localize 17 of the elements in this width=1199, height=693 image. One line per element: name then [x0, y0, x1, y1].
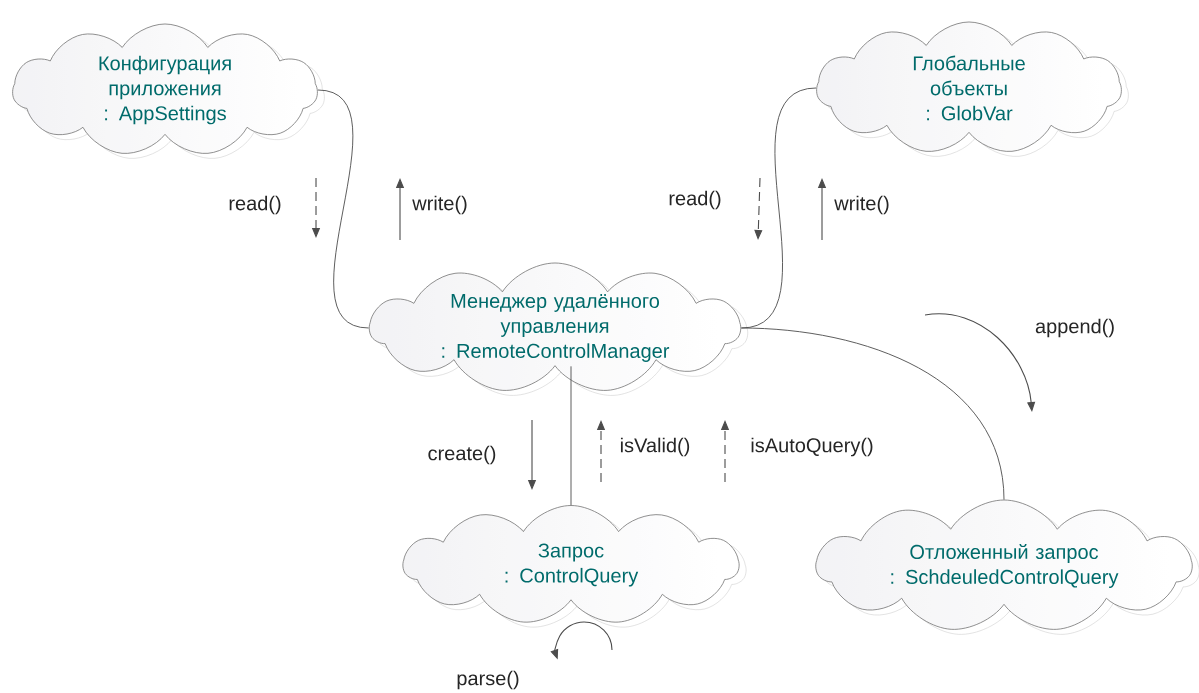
cloud: Отложенный запрос : SchdeuledControlQuery — [815, 499, 1199, 635]
cloud: Конфигурация приложения : AppSettings — [12, 23, 325, 159]
message-label: isAutoQuery() — [751, 437, 873, 457]
message-label: create() — [428, 445, 496, 465]
link-line — [317, 89, 370, 329]
link-line — [740, 327, 1005, 501]
cloud: Запрос : ControlQuery — [402, 505, 747, 628]
message-label: write() — [412, 195, 467, 215]
message-label: read() — [229, 195, 281, 215]
link-line — [570, 365, 572, 506]
message-label: isValid() — [620, 437, 690, 457]
message-label: append() — [1035, 318, 1114, 338]
message-label: parse() — [457, 670, 519, 690]
cloud: Глобальные объекты : GlobVar — [816, 21, 1129, 157]
message-label: write() — [834, 195, 889, 215]
cloud: Менеджер удалённого управления : RemoteControlManager — [368, 262, 748, 396]
message-label: read() — [669, 190, 721, 210]
